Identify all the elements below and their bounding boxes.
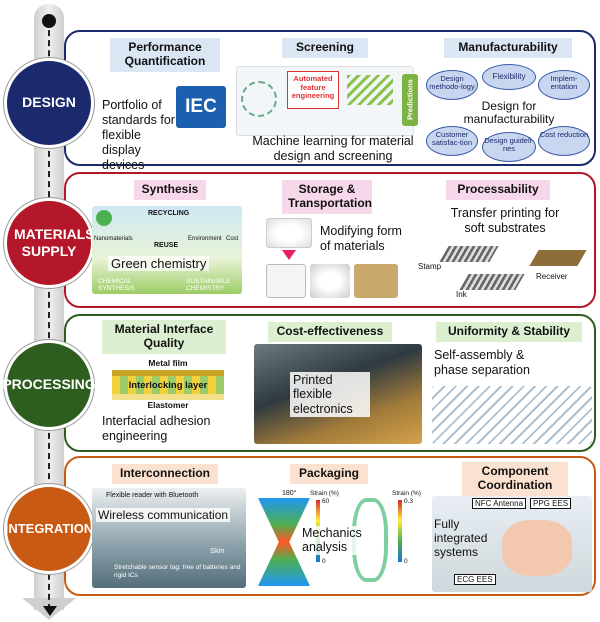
nanomaterials-label: Nanomaterials <box>94 236 133 242</box>
cost-effectiveness-header: Cost-effectiveness <box>268 322 392 342</box>
self-assembly-diagram <box>432 386 592 444</box>
receiver-label: Receiver <box>536 272 568 281</box>
bubble-implementation: Implem-entation <box>538 70 590 100</box>
design-stage-label: DESIGN <box>22 94 76 111</box>
performance-header: Performance Quantification <box>110 38 220 72</box>
component-header: Component Coordination <box>462 462 568 496</box>
jar-image <box>266 264 306 298</box>
environment-label: Environment <box>188 236 222 242</box>
strain2-colorbar <box>398 500 402 562</box>
manufacturability-center: Design for manufacturability <box>450 99 568 127</box>
uniformity-text: Self-assembly & phase separation <box>434 348 530 377</box>
strain2-min: 0 <box>404 558 408 565</box>
timeline-start-dot <box>42 14 56 28</box>
feature-engineering-box: Automated feature engineering <box>287 71 339 109</box>
integration-stage-label: INTEGRATION <box>4 520 94 536</box>
integrated-system-image: NFC Antenna PPG EES Fully integrated sys… <box>432 496 592 592</box>
chemical-synthesis-label: CHEMICAL SYNTHESIS <box>98 278 135 292</box>
wireless-communication-image: Flexible reader with Bluetooth Wireless … <box>92 488 246 588</box>
processability-header: Processability <box>446 180 550 200</box>
neural-network-icon <box>347 75 393 105</box>
infant-figure <box>502 520 572 576</box>
pellet-image <box>310 264 350 298</box>
skin-label: Skin <box>210 546 225 555</box>
mechanics-text: Mechanics analysis <box>302 526 366 555</box>
reuse-label: REUSE <box>154 242 179 249</box>
screening-pipeline-image: Automated feature engineering <box>236 66 414 136</box>
green-chemistry-image: RECYCLING REUSE Nanomaterials Environmen… <box>92 206 242 294</box>
materials-stage-label: MATERIALS SUPPLY <box>14 225 95 260</box>
storage-text: Modifying form of materials <box>320 224 402 253</box>
design-stage-circle: DESIGN <box>4 58 94 148</box>
screening-header: Screening <box>282 38 368 58</box>
metal-film-layer <box>112 370 224 376</box>
wireless-text: Wireless communication <box>96 508 231 522</box>
ink-shape <box>459 274 525 290</box>
stamp-shape <box>439 246 499 262</box>
timeline-dashed-line <box>48 20 50 610</box>
printed-electronics-text: Printed flexible electronics <box>290 372 370 418</box>
transfer-printing-diagram: Stamp Ink Receiver <box>418 238 587 302</box>
recycling-label: RECYCLING <box>148 210 190 217</box>
receiver-shape <box>529 250 587 266</box>
strain1-max: 60 <box>322 498 330 505</box>
screening-text: Machine learning for material design and… <box>252 134 414 163</box>
down-arrow-icon <box>282 250 296 260</box>
uniformity-header: Uniformity & Stability <box>436 322 582 342</box>
ecg-ees-label: ECG EES <box>454 574 496 585</box>
rotation-angle-label: 180° <box>282 490 297 497</box>
interconnection-header: Interconnection <box>112 464 218 484</box>
cotton-image <box>266 218 312 248</box>
strain1-min: 0 <box>322 558 326 565</box>
cost-label: Cost <box>226 236 239 242</box>
integration-stage-circle: INTEGRATION <box>4 484 94 574</box>
bubble-cost-reduction: Cost reduction <box>538 126 590 156</box>
synthesis-header: Synthesis <box>134 180 206 200</box>
predictions-label: Predictions <box>402 74 418 126</box>
integrated-text: Fully integrated systems <box>434 517 488 559</box>
manufacturability-bubbles: Design methodo-logy Flexibility Implem-e… <box>426 64 592 162</box>
materials-stage-circle: MATERIALS SUPPLY <box>4 198 95 288</box>
bubble-design-guidelines: Design guideli-nes <box>482 132 536 162</box>
iec-logo: IEC <box>176 86 226 128</box>
packaging-header: Packaging <box>290 464 368 484</box>
processing-stage-circle: PROCESSING <box>2 340 96 430</box>
interface-header: Material Interface Quality <box>102 320 226 354</box>
strain1-title: Strain (%) <box>310 490 339 497</box>
reader-label: Flexible reader with Bluetooth <box>106 492 199 499</box>
nfc-antenna-label: NFC Antenna <box>472 498 527 509</box>
manufacturability-header: Manufacturability <box>444 38 572 58</box>
ink-label: Ink <box>456 290 467 299</box>
film-image <box>354 264 398 298</box>
recycle-icon <box>96 210 112 226</box>
synthesis-text: Green chemistry <box>108 256 210 271</box>
metal-film-label: Metal film <box>148 358 188 368</box>
elastomer-label: Elastomer <box>147 400 189 410</box>
sensor-tag-label: Stretchable sensor tag: free of batterie… <box>114 564 241 579</box>
interlocking-layer-diagram: Metal film Interlocking layer Elastomer <box>106 358 230 410</box>
bubble-design-methodology: Design methodo-logy <box>426 70 478 100</box>
performance-text: Portfolio of standards for flexible disp… <box>102 98 175 172</box>
stamp-label: Stamp <box>418 262 442 271</box>
bubble-customer-satisfaction: Customer satisfac-tion <box>426 126 478 156</box>
processing-stage-label: PROCESSING <box>2 376 96 393</box>
printed-electronics-image: Printed flexible electronics <box>254 344 422 444</box>
storage-header: Storage & Transportation <box>282 180 372 214</box>
elastomer-layer <box>112 394 224 400</box>
strain2-max: 0.3 <box>404 498 414 505</box>
interlocking-layer: Interlocking layer <box>112 376 224 394</box>
molecule-icon <box>241 81 277 117</box>
sustainable-chemistry-label: SUSTAINABLE CHEMISTRY <box>186 278 231 292</box>
bubble-flexibility: Flexibility <box>482 64 536 90</box>
packaging-simulation-image: 180° Strain (%) 60 0 Strain (%) 0.3 0 Me… <box>252 490 428 590</box>
timeline-dashed-arrowhead <box>43 606 57 616</box>
interface-text: Interfacial adhesion engineering <box>102 414 211 443</box>
processability-text: Transfer printing for soft substrates <box>450 206 560 235</box>
ppg-ees-label: PPG EES <box>530 498 572 509</box>
strain2-title: Strain (%) <box>392 490 421 497</box>
